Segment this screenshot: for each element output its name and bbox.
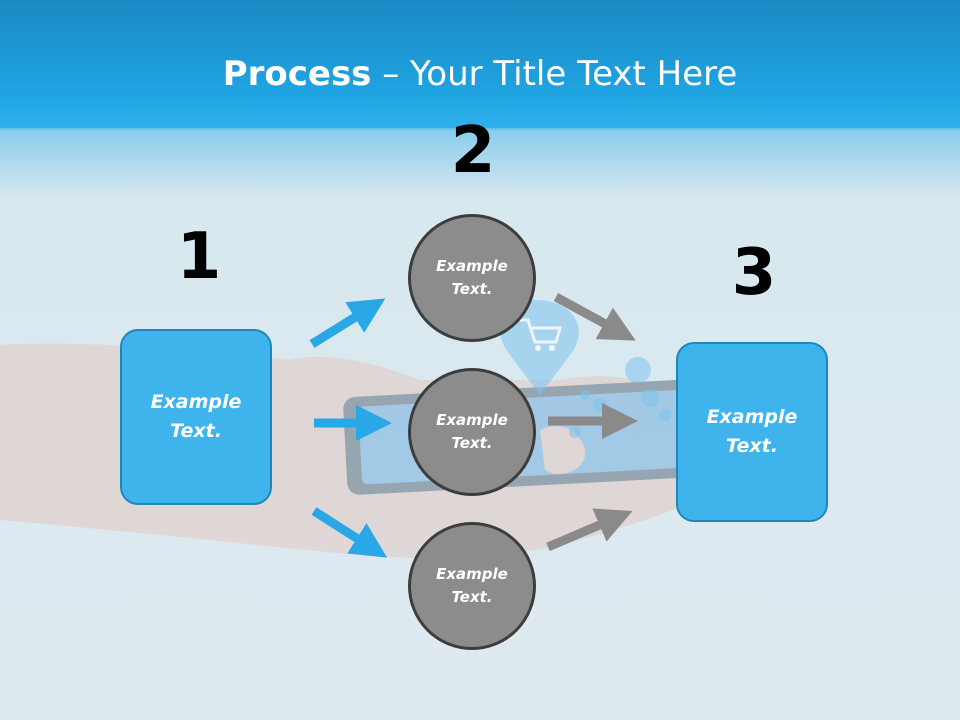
left-text-box: Example Text. [120,329,272,505]
slide-title: Process – Your Title Text Here [0,52,960,96]
right-box-text: Example Text. [706,406,798,457]
step-number-1: 1 [176,220,222,294]
process-circle-3: Example Text. [408,522,536,650]
title-bar-fade [0,128,960,198]
left-box-text: Example Text. [150,391,242,442]
process-circle-1: Example Text. [408,214,536,342]
right-text-box: Example Text. [676,342,828,522]
arrow-from-circle-1 [553,293,636,341]
arrow-to-circle-3 [311,507,388,558]
circle-1-text: Example Text. [436,257,508,298]
arrow-to-circle-1 [309,298,386,348]
circle-2-text: Example Text. [436,411,508,452]
process-circle-2: Example Text. [408,368,536,496]
slide-title-bold: Process [222,54,372,94]
step-number-3: 3 [731,236,777,310]
title-bar [0,0,960,130]
arrow-from-circle-3 [546,508,633,552]
slide-title-rest: – Your Title Text Here [371,54,738,94]
circle-3-text: Example Text. [436,565,508,606]
step-number-2: 2 [450,114,496,188]
